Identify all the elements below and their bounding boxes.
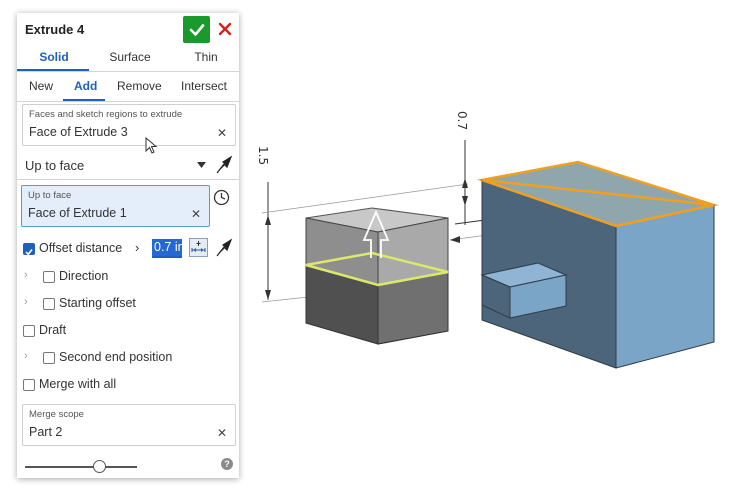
offset-value-input[interactable]: 0.7 in (152, 239, 182, 258)
op-add[interactable]: Add (74, 79, 98, 93)
tab-thin[interactable]: Thin (194, 50, 218, 64)
op-new[interactable]: New (29, 79, 54, 93)
offset-row: Offset distance › 0.7 in (17, 236, 239, 260)
active-op-indicator (63, 99, 105, 101)
offset-flip-icon[interactable] (215, 238, 233, 258)
clear-merge-scope-icon[interactable]: ✕ (216, 426, 227, 440)
clear-up-to-face-icon[interactable]: ✕ (190, 207, 201, 221)
dim-value-0-7: 0.7 (455, 111, 469, 130)
dim-value-1-5: 1.5 (256, 146, 270, 165)
up-to-face-value: Face of Extrude 1 (28, 206, 127, 220)
check-icon (189, 23, 204, 36)
second-end-label: Second end position (59, 350, 173, 364)
second-end-row: › Second end position (17, 345, 239, 369)
extrude-dialog: Extrude 4 Solid Surface Thin New Add Rem… (17, 13, 239, 478)
end-type-row: Up to face (17, 151, 239, 180)
main-part[interactable] (477, 160, 719, 369)
draft-label: Draft (39, 323, 67, 337)
end-type-select[interactable]: Up to face (25, 158, 85, 173)
clear-faces-icon[interactable]: ✕ (216, 126, 227, 140)
starting-offset-checkbox[interactable] (43, 298, 55, 310)
offset-checkbox[interactable] (23, 243, 35, 256)
faces-field[interactable]: Faces and sketch regions to extrude Face… (22, 104, 236, 146)
offset-label: Offset distance (39, 241, 123, 255)
tab-surface[interactable]: Surface (109, 50, 151, 64)
model-viewport[interactable]: 1.5 0.7 (240, 0, 743, 499)
merge-scope-field[interactable]: Merge scope Part 2 ✕ (22, 404, 236, 446)
starting-offset-label: Starting offset (59, 296, 136, 310)
dialog-title: Extrude 4 (25, 22, 85, 37)
starting-offset-chevron-icon[interactable]: › (24, 296, 28, 308)
op-remove[interactable]: Remove (117, 79, 162, 93)
direction-label: Direction (59, 269, 109, 283)
draft-checkbox[interactable] (23, 325, 35, 337)
starting-offset-row: › Starting offset (17, 291, 239, 315)
faces-field-label: Faces and sketch regions to extrude (29, 109, 183, 120)
faces-field-value: Face of Extrude 3 (29, 125, 128, 139)
up-to-face-field[interactable]: Up to face Face of Extrude 1 ✕ (21, 185, 210, 227)
merge-scope-label: Merge scope (29, 409, 84, 420)
cancel-button[interactable] (216, 20, 234, 38)
preview-slider-handle[interactable] (92, 460, 106, 473)
tab-solid[interactable]: Solid (39, 50, 69, 64)
measure-icon[interactable] (189, 238, 208, 257)
second-end-chevron-icon[interactable]: › (24, 350, 28, 362)
merge-all-label: Merge with all (39, 377, 117, 391)
close-icon (218, 22, 232, 36)
chevron-right-icon[interactable]: › (135, 240, 140, 255)
active-tab-indicator (17, 69, 89, 71)
mouse-cursor-icon (145, 137, 158, 154)
merge-all-row: Merge with all (17, 372, 239, 396)
second-end-checkbox[interactable] (43, 352, 55, 364)
dialog-header: Extrude 4 (17, 13, 239, 46)
direction-chevron-icon[interactable]: › (24, 269, 28, 281)
operation-tabs: New Add Remove Intersect (17, 75, 239, 102)
merge-scope-value: Part 2 (29, 425, 63, 439)
help-icon[interactable]: ? (221, 458, 233, 470)
op-intersect[interactable]: Intersect (181, 79, 228, 93)
dimension-1-5[interactable]: 1.5 (256, 146, 469, 303)
history-icon[interactable] (213, 189, 230, 206)
flip-direction-icon[interactable] (215, 155, 233, 175)
extrude-direction-arrow[interactable] (362, 209, 390, 258)
body-type-tabs: Solid Surface Thin (17, 46, 239, 72)
accept-button[interactable] (183, 16, 210, 43)
up-to-face-label: Up to face (28, 190, 72, 201)
merge-all-checkbox[interactable] (23, 379, 35, 391)
extrude-preview-body[interactable] (305, 207, 449, 345)
dropdown-arrow-icon[interactable] (197, 162, 206, 168)
preview-slider[interactable] (25, 466, 137, 468)
direction-row: › Direction (17, 264, 239, 288)
direction-checkbox[interactable] (43, 271, 55, 283)
draft-row: Draft (17, 318, 239, 342)
